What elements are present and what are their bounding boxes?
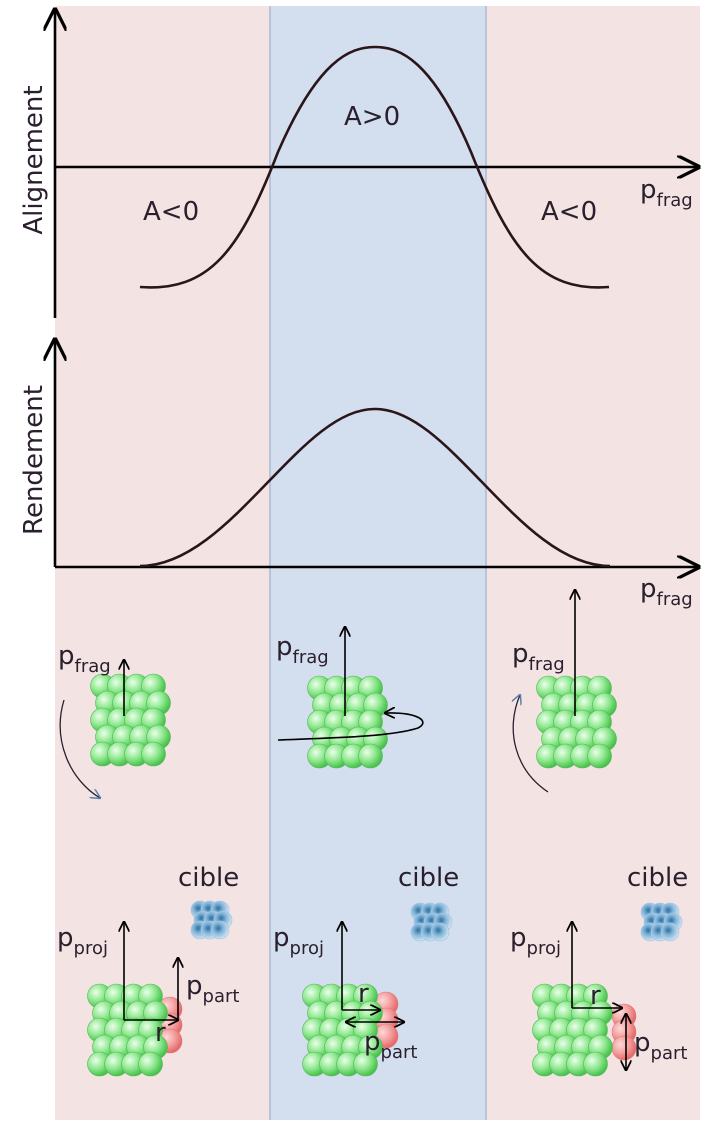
projectile-momentum-label: pproj: [57, 923, 108, 959]
yield-curve: [139, 407, 611, 568]
right-region-label: A<0: [541, 197, 597, 227]
middle-x-label: pfrag: [640, 574, 693, 610]
right-fragment-group: pfrag: [512, 590, 617, 793]
left-fragment-group: pfrag: [58, 641, 171, 798]
radius-label: r: [590, 981, 601, 1011]
fragment-momentum-label: pfrag: [512, 639, 565, 675]
top-x-label: pfrag: [640, 175, 693, 211]
alignment-curve: [139, 45, 610, 289]
fragment-momentum-label: pfrag: [58, 641, 111, 677]
middle-panel: Rendement pfrag: [19, 340, 698, 610]
participant-momentum-label: ppart: [186, 971, 239, 1007]
middle-region-label: A>0: [344, 102, 400, 132]
target-nucleus-icon: [190, 900, 233, 940]
left-collision-group: cible pproj r ppart: [57, 863, 239, 1077]
fragment-momentum-label: pfrag: [276, 632, 329, 668]
middle-collision-group: cible pproj r ppart: [273, 863, 459, 1077]
target-nucleus-icon: [640, 902, 683, 942]
left-region-label: A<0: [143, 197, 199, 227]
participant-nucleus-icon: [611, 1003, 637, 1061]
top-y-label: Alignement: [19, 85, 49, 234]
rotation-arrow-icon: [59, 699, 100, 798]
target-label: cible: [398, 863, 459, 893]
rotation-arrow-icon: [277, 713, 424, 741]
middle-y-label: Rendement: [19, 385, 49, 535]
radius-label: r: [358, 979, 369, 1009]
radius-label: r: [155, 1018, 166, 1048]
target-nucleus-icon: [410, 902, 453, 942]
target-label: cible: [178, 863, 239, 893]
middle-region-background: [270, 6, 486, 1120]
participant-momentum-label: ppart: [364, 1027, 417, 1063]
projectile-momentum-label: pproj: [273, 923, 324, 959]
top-panel: Alignement pfrag A<0 A>0 A<0: [19, 10, 698, 318]
middle-fragment-group: pfrag: [276, 627, 424, 769]
right-collision-group: cible pproj r ppart: [510, 863, 688, 1077]
participant-momentum-label: ppart: [634, 1028, 687, 1064]
rotation-arrow-icon: [513, 695, 549, 793]
fragment-nucleus-icon: [536, 675, 617, 769]
projectile-momentum-label: pproj: [510, 923, 561, 959]
fragment-nucleus-icon: [307, 675, 388, 769]
fragment-nucleus-icon: [90, 673, 171, 767]
target-label: cible: [627, 863, 688, 893]
